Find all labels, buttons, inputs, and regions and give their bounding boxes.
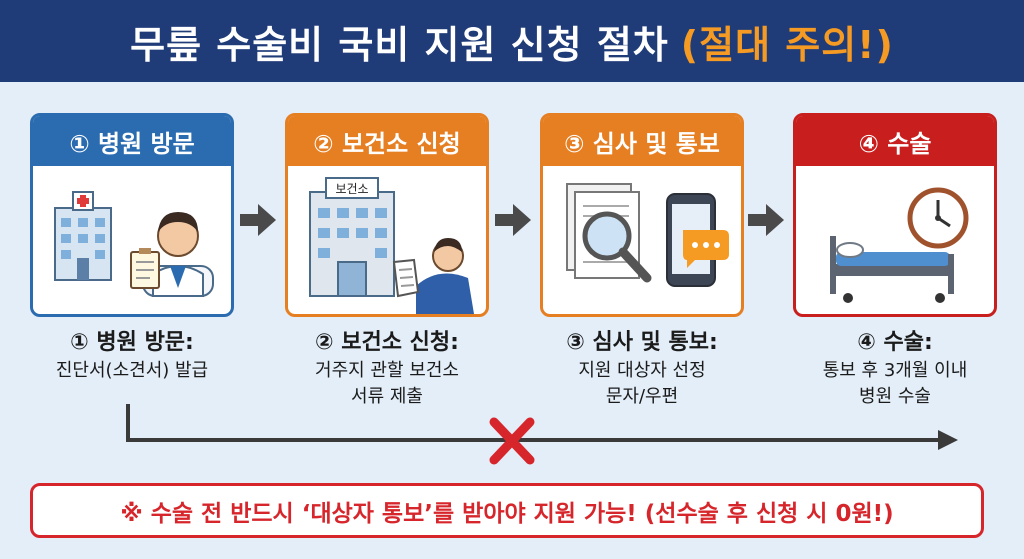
page-header: 무릎 수술비 국비 지원 신청 절차 (절대 주의!): [0, 0, 1024, 82]
step-description-hospital: ① 병원 방문: 진단서(소견서) 발급: [17, 328, 247, 384]
step-card-header: ② 보건소 신청: [288, 116, 486, 166]
step-description-health-center: ② 보건소 신청: 거주지 관할 보건소 서류 제출: [272, 328, 502, 410]
step-card-health-center: ② 보건소 신청 보건소: [285, 113, 489, 317]
arrow-right-icon: [495, 204, 531, 236]
arrow-right-icon: [240, 204, 276, 236]
step-detail: 통보 후 3개월 이내: [822, 360, 968, 381]
step-card-header: ③ 심사 및 통보: [543, 116, 741, 166]
health-center-building-icon: 보건소: [309, 177, 474, 314]
step-detail: 지원 대상자 선정: [578, 360, 706, 381]
step-detail: 병원 수술: [859, 386, 931, 407]
step-description-surgery: ④ 수술: 통보 후 3개월 이내 병원 수술: [780, 328, 1010, 410]
step-title: ③ 심사 및 통보:: [566, 330, 718, 355]
step-title: ④ 수술:: [857, 330, 933, 355]
arrow-right-icon: [748, 204, 784, 236]
step-detail: 문자/우편: [605, 386, 679, 407]
warning-text: ※ 수술 전 반드시 ‘대상자 통보’를 받아야 지원 가능! (선수술 후 신…: [120, 500, 894, 527]
step-card-review: ③ 심사 및 통보: [540, 113, 744, 317]
step-title: ① 병원 방문:: [70, 330, 194, 355]
skip-flow-arrowhead: [938, 430, 958, 450]
hospital-bed-clock-icon: [830, 187, 969, 303]
step-detail: 진단서(소견서) 발급: [55, 360, 209, 381]
page-title-warning: (절대 주의!): [680, 22, 894, 67]
prohibited-x-icon: [489, 417, 535, 465]
step-card-header: ① 병원 방문: [33, 116, 231, 166]
step-card-header: ④ 수술: [796, 116, 994, 166]
building-sign: 보건소: [335, 182, 368, 196]
step-card-hospital: ① 병원 방문: [30, 113, 234, 317]
step-detail: 거주지 관할 보건소: [315, 360, 459, 381]
step-title: ② 보건소 신청:: [315, 330, 459, 355]
step-card-surgery: ④ 수술: [793, 113, 997, 317]
document-review-phone-icon: [566, 183, 729, 287]
warning-banner: ※ 수술 전 반드시 ‘대상자 통보’를 받아야 지원 가능! (선수술 후 신…: [30, 483, 984, 538]
page-title: 무릎 수술비 국비 지원 신청 절차: [130, 22, 669, 67]
step-detail: 서류 제출: [351, 386, 423, 407]
step-description-review: ③ 심사 및 통보: 지원 대상자 선정 문자/우편: [527, 328, 757, 410]
hospital-doctor-icon: [54, 191, 214, 297]
